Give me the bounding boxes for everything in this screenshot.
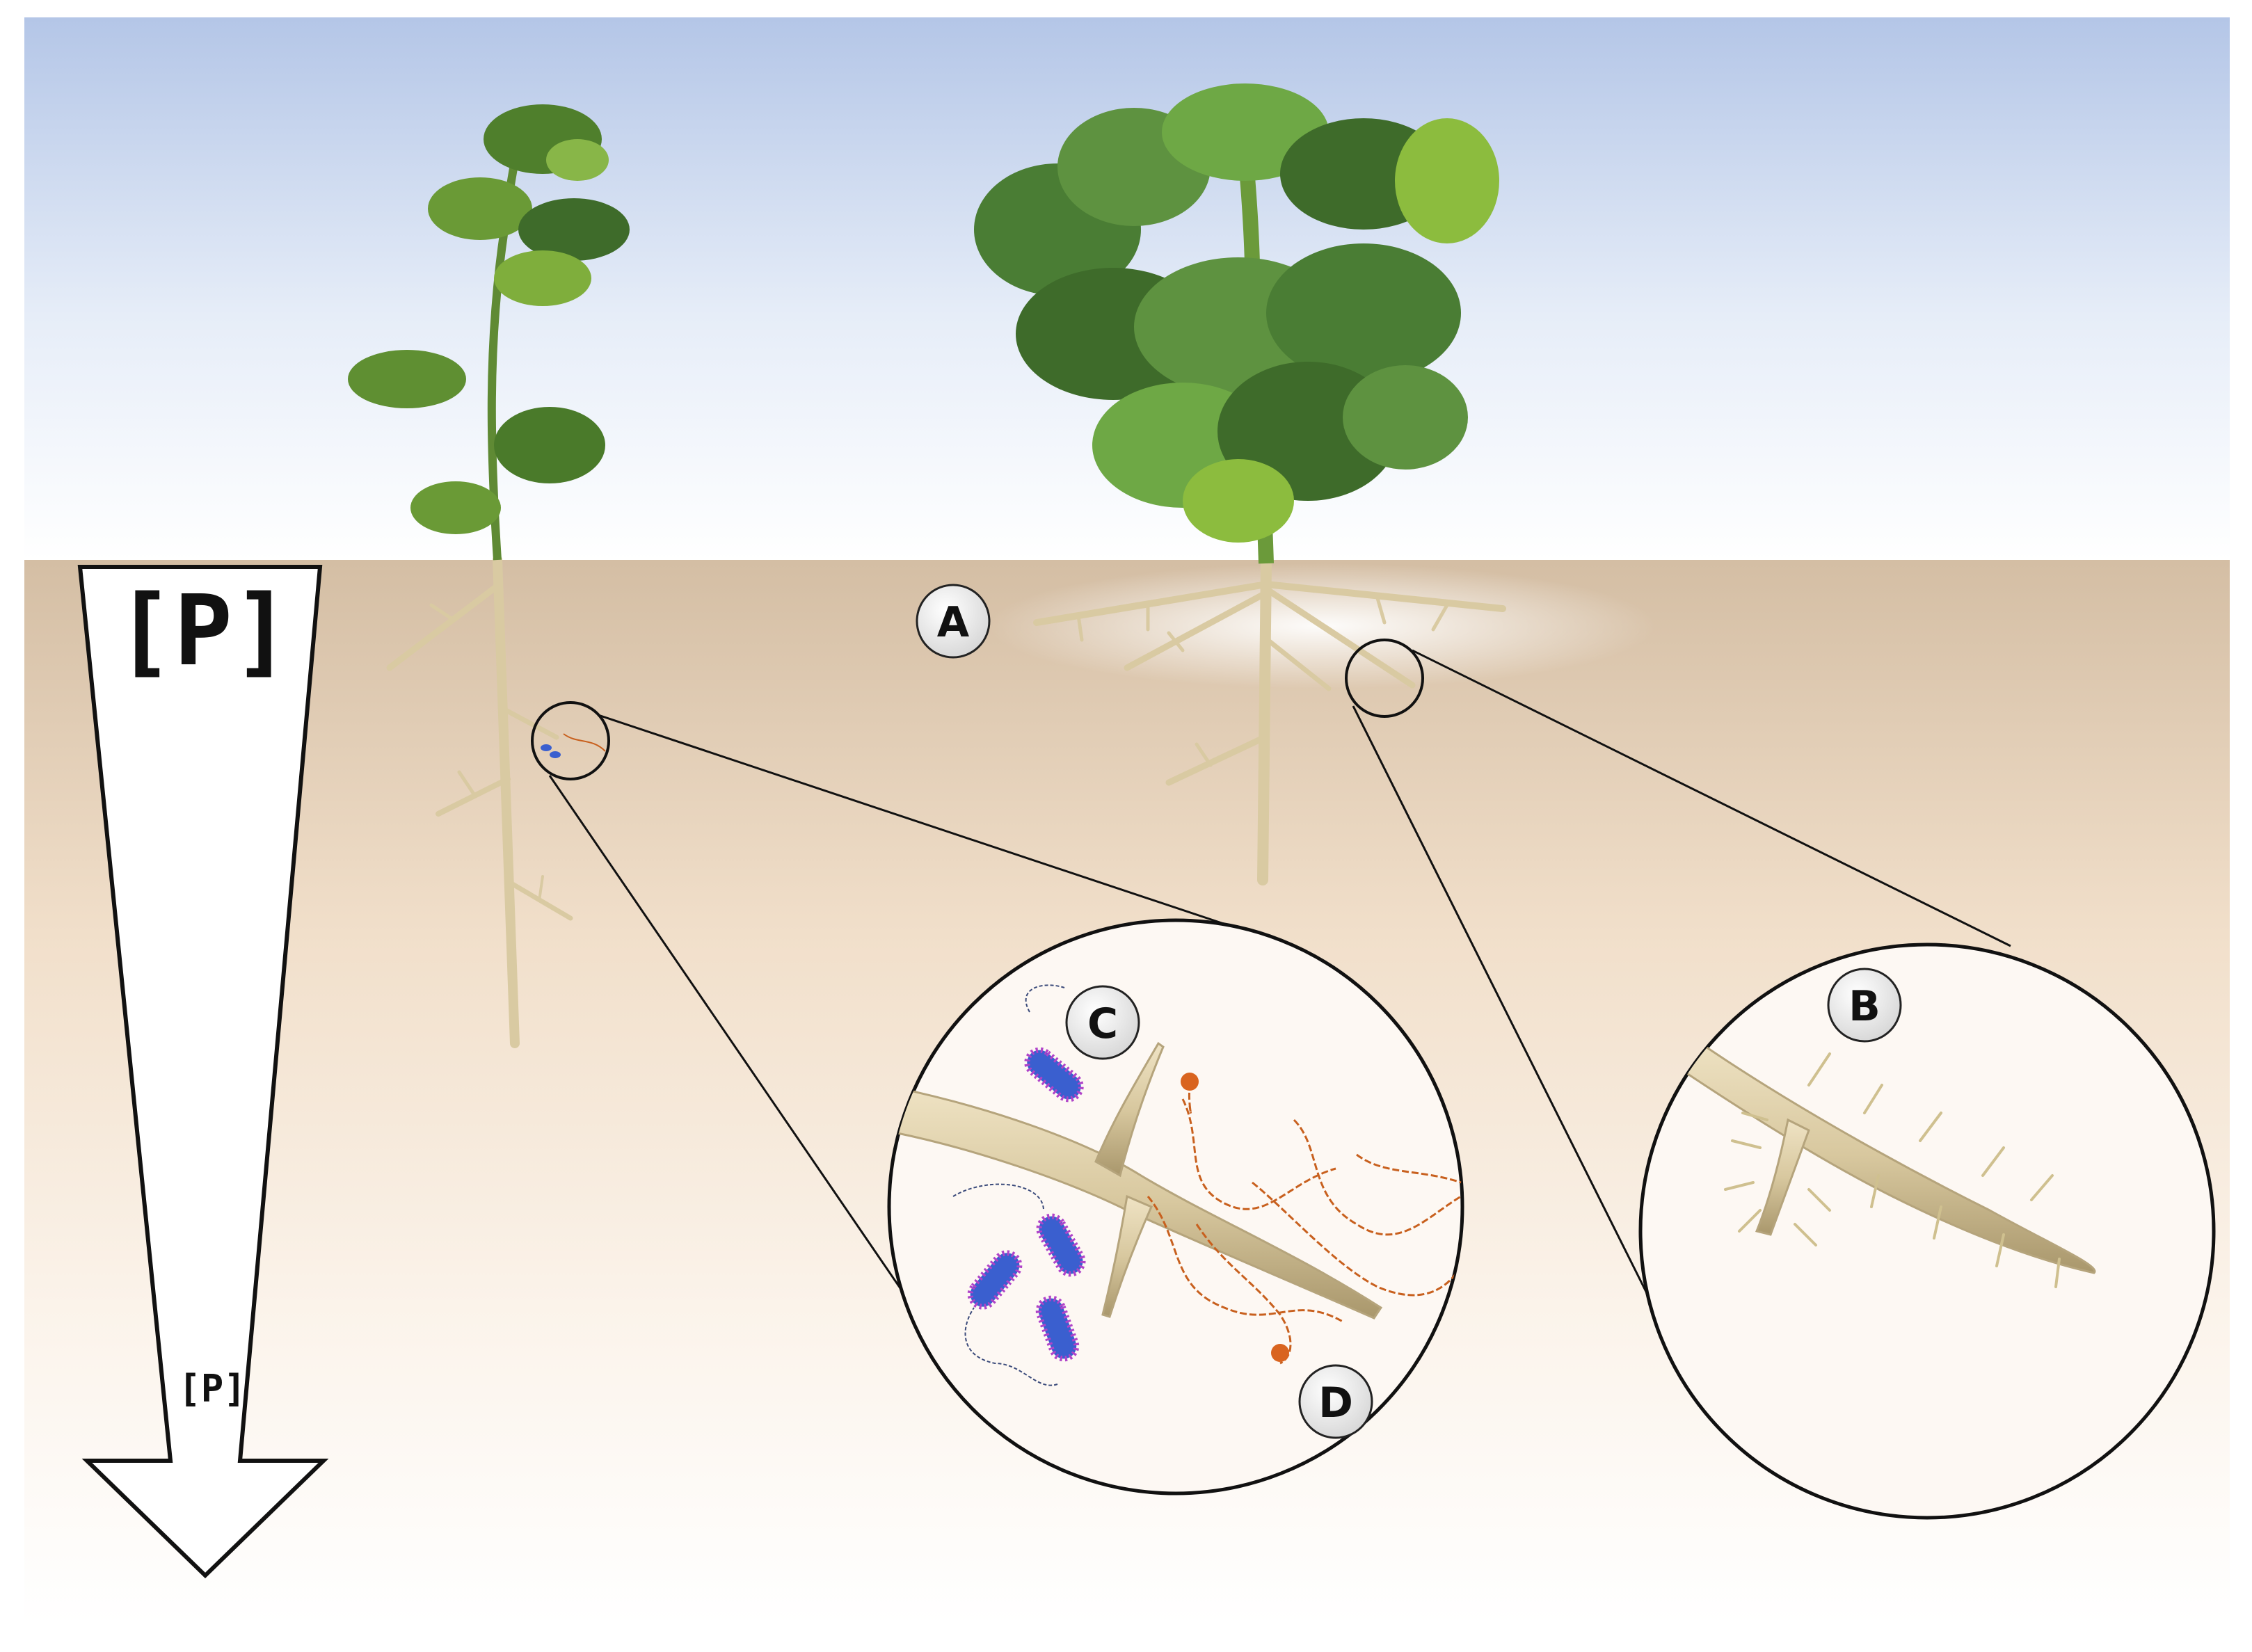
left-zoom-mini-bacteria xyxy=(541,744,561,758)
zoom-root-main-b xyxy=(1682,1034,2096,1274)
zoom-circle-root-hairs: B xyxy=(1638,943,2216,1520)
rhizobacteria xyxy=(967,1047,1086,1362)
phosphorus-gradient-arrow: [P] [P] xyxy=(77,565,329,1579)
callout-c-label: C xyxy=(1087,1000,1118,1048)
hyphae-spore-top xyxy=(1181,1073,1199,1091)
arrow-bottom-label: [P] xyxy=(178,1367,246,1411)
callout-d-label: D xyxy=(1318,1379,1353,1427)
zoom-root-branch-down xyxy=(1101,1194,1153,1318)
bacterium xyxy=(967,1250,1023,1310)
zoom-root-lateral-b xyxy=(1755,1118,1810,1236)
bacterium xyxy=(1035,1295,1080,1362)
bacterium xyxy=(1036,1213,1086,1277)
callout-b-badge xyxy=(1827,968,1902,1043)
arrow-top-label: [P] xyxy=(115,575,292,688)
zoom-connector-lines xyxy=(548,649,2011,1315)
zoom-root-branch-up xyxy=(1094,1041,1165,1178)
bacterium xyxy=(1024,1047,1084,1102)
callout-d-badge xyxy=(1298,1364,1373,1439)
root-hairs xyxy=(1724,1052,2061,1288)
right-plant-roots xyxy=(1033,558,1506,885)
left-plant xyxy=(348,104,630,1048)
callout-a-label: A xyxy=(937,598,970,647)
hyphae-spore-bottom xyxy=(1271,1344,1289,1362)
callout-b-label: B xyxy=(1848,982,1880,1031)
left-zoom-mini-hyphae xyxy=(563,733,606,752)
right-plant-foliage xyxy=(974,83,1499,543)
left-plant-foliage xyxy=(348,104,630,534)
callout-a-badge xyxy=(916,584,991,659)
right-plant xyxy=(974,83,1506,885)
mycorrhizal-hyphae xyxy=(1147,1084,1462,1365)
left-plant-roots xyxy=(386,555,573,1048)
right-root-zoom-circle xyxy=(1345,639,1424,718)
bacteria-flagella xyxy=(952,984,1065,1386)
callout-c-badge xyxy=(1065,985,1140,1060)
zoom-circle-microbes: C D xyxy=(887,918,1464,1495)
left-root-zoom-circle xyxy=(531,701,610,780)
